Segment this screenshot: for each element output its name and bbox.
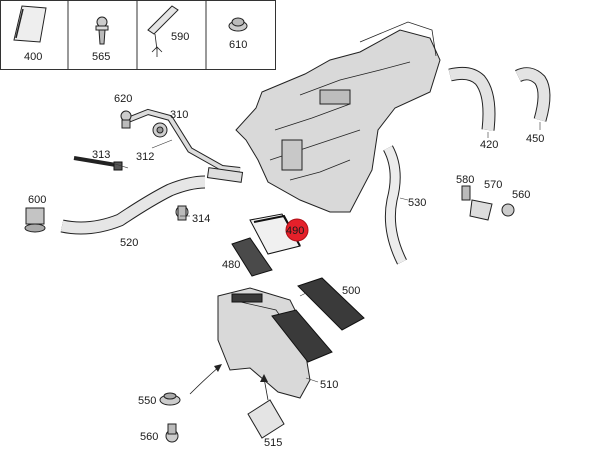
part-label-620[interactable]: 620 — [114, 93, 132, 105]
screw-560-upper[interactable] — [501, 203, 515, 217]
leader-lines — [111, 122, 541, 383]
legend-cell-590[interactable]: 590 — [147, 5, 189, 57]
part-label-310[interactable]: 310 — [170, 109, 188, 121]
insulation-mat-500[interactable] — [297, 277, 365, 331]
legend-cell-400[interactable]: 400 — [13, 5, 47, 63]
hose-520[interactable] — [60, 175, 206, 235]
legend-cell-565[interactable]: 565 — [92, 16, 110, 63]
grommet-310[interactable] — [152, 122, 168, 138]
part-label-560-upper[interactable]: 560 — [512, 189, 530, 201]
part-label-313[interactable]: 313 — [92, 149, 110, 161]
part-label-530[interactable]: 530 — [408, 197, 426, 209]
part-label-515[interactable]: 515 — [264, 437, 282, 449]
part-label-510[interactable]: 510 — [320, 379, 338, 391]
legend-label-590: 590 — [171, 31, 189, 43]
bracket-570[interactable] — [469, 199, 493, 221]
screw-314[interactable] — [175, 205, 189, 221]
part-label-314[interactable]: 314 — [192, 213, 210, 225]
hose-420[interactable] — [448, 66, 496, 131]
part-label-570[interactable]: 570 — [484, 179, 502, 191]
connector-312[interactable] — [206, 167, 244, 183]
clip-580[interactable] — [461, 185, 471, 201]
part-label-312[interactable]: 312 — [136, 151, 154, 163]
part-label-580[interactable]: 580 — [456, 174, 474, 186]
part-label-420[interactable]: 420 — [480, 139, 498, 151]
part-label-520[interactable]: 520 — [120, 237, 138, 249]
hose-450[interactable] — [515, 67, 551, 122]
legend-label-400: 400 — [24, 51, 42, 63]
fitting-600[interactable] — [24, 207, 46, 233]
assembly-arrows — [189, 364, 269, 401]
screw-565-icon — [98, 29, 106, 45]
part-label-550[interactable]: 550 — [138, 395, 156, 407]
legend-cell-610[interactable]: 610 — [228, 17, 248, 51]
part-label-500[interactable]: 500 — [342, 285, 360, 297]
screw-560-lower[interactable] — [165, 423, 179, 443]
grommet-550[interactable] — [159, 392, 181, 406]
screw-620[interactable] — [120, 110, 132, 129]
part-label-600[interactable]: 600 — [28, 194, 46, 206]
part-label-560-lower[interactable]: 560 — [140, 431, 158, 443]
pad-515[interactable] — [247, 399, 285, 439]
climate-housing — [235, 21, 441, 213]
part-490-highlight[interactable]: 490 — [285, 218, 309, 242]
part-label-480[interactable]: 480 — [222, 259, 240, 271]
legend-label-565: 565 — [92, 51, 110, 63]
clip-590-icon — [147, 5, 179, 35]
drain-hose-530[interactable] — [383, 145, 407, 265]
legend-grid: 400 565 590 610 — [0, 0, 276, 70]
grommet-610-icon — [231, 17, 245, 27]
legend-label-610: 610 — [229, 39, 247, 51]
bracket-312[interactable] — [126, 108, 241, 173]
part-label-490: 490 — [286, 225, 304, 237]
insulation-mat-510[interactable] — [271, 309, 333, 363]
part-label-450[interactable]: 450 — [526, 133, 544, 145]
filter-frame-480[interactable] — [231, 237, 273, 277]
